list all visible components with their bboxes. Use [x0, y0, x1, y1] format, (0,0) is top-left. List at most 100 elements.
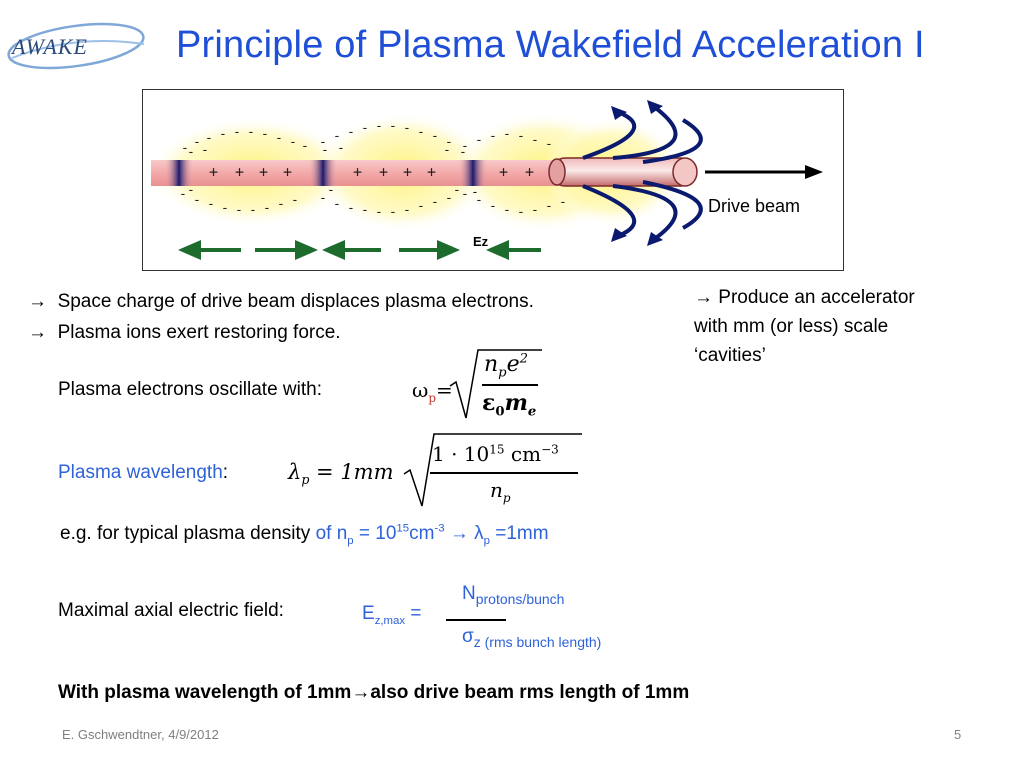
electron-minus: - — [333, 129, 341, 144]
electron-minus: - — [187, 145, 195, 160]
electron-minus: - — [207, 197, 215, 212]
electron-minus: - — [375, 205, 383, 220]
slide-title: Principle of Plasma Wakefield Accelerati… — [176, 24, 925, 66]
wakefield-diagram: + + + + + + + + + + --------------------… — [142, 89, 844, 271]
bunch-back — [548, 158, 566, 186]
electron-minus: - — [233, 125, 241, 140]
electron-minus: - — [461, 187, 469, 202]
lambda-formula: λp = 1mm — [288, 460, 394, 488]
lambda-denominator: np — [490, 478, 511, 505]
electron-minus: - — [301, 139, 309, 154]
ion-plus: + — [499, 163, 508, 181]
electron-minus: - — [431, 129, 439, 144]
electron-density-peak — [309, 160, 337, 186]
trajectory-arrow — [612, 104, 678, 160]
electron-minus: - — [375, 119, 383, 134]
electron-minus: - — [181, 141, 189, 156]
electron-minus: - — [319, 191, 327, 206]
trajectory-arrowhead — [611, 228, 627, 242]
electron-minus: - — [503, 203, 511, 218]
electron-minus: - — [221, 201, 229, 216]
field-arrow-right-head — [295, 239, 318, 261]
electron-minus: - — [347, 125, 355, 140]
side-note-arrow: → — [694, 287, 713, 308]
electron-minus: - — [403, 203, 411, 218]
trajectory-arrow — [582, 110, 637, 160]
electron-minus: - — [443, 143, 451, 158]
wakefield-illustration: + + + + + + + + + + --------------------… — [148, 100, 823, 261]
electron-minus: - — [201, 143, 209, 158]
electron-minus: - — [263, 201, 271, 216]
bullet-text: Space charge of drive beam displaces pla… — [57, 291, 534, 312]
electron-minus: - — [361, 121, 369, 136]
electron-minus: - — [531, 203, 539, 218]
example-line: e.g. for typical plasma density of np = … — [60, 522, 549, 547]
electron-minus: - — [389, 119, 397, 134]
electron-minus: - — [403, 121, 411, 136]
ion-plus: + — [403, 163, 412, 181]
electron-minus: - — [417, 199, 425, 214]
electron-minus: - — [489, 129, 497, 144]
drive-beam-bunch — [552, 157, 694, 187]
electron-minus: - — [445, 191, 453, 206]
electron-minus: - — [289, 135, 297, 150]
ion-plus: + — [427, 163, 436, 181]
field-arrow-right-head — [437, 239, 460, 261]
conclusion: With plasma wavelength of 1mm→also drive… — [58, 682, 690, 703]
drive-beam-arrowhead — [805, 165, 823, 179]
electron-minus: - — [319, 135, 327, 150]
bullet-text: Plasma ions exert restoring force. — [57, 322, 341, 343]
field-arrow-left-head — [178, 239, 201, 261]
electron-minus: - — [431, 195, 439, 210]
wavelength-label-row: Plasma wavelength: — [58, 462, 229, 483]
ion-plus: + — [235, 163, 244, 181]
electron-minus: - — [187, 183, 195, 198]
omega-denominator: ε0me — [482, 390, 537, 420]
fraction-bar — [446, 619, 506, 621]
electron-minus: - — [453, 183, 461, 198]
ion-plus: + — [209, 163, 218, 181]
side-note: → Produce an accelerator with mm (or les… — [694, 283, 915, 370]
trajectory-arrowhead — [611, 106, 627, 120]
electron-minus: - — [531, 133, 539, 148]
electron-minus: - — [235, 203, 243, 218]
electron-minus: - — [333, 197, 341, 212]
trajectory-arrowhead — [647, 100, 663, 114]
electron-minus: - — [517, 129, 525, 144]
page-number: 5 — [954, 727, 962, 742]
electron-minus: - — [347, 201, 355, 216]
electron-minus: - — [275, 131, 283, 146]
electron-minus: - — [249, 203, 257, 218]
electron-minus: - — [277, 197, 285, 212]
electron-minus: - — [247, 125, 255, 140]
electron-minus: - — [337, 141, 345, 156]
drive-beam-label: Drive beam — [708, 196, 800, 216]
trajectory-arrow — [612, 184, 678, 242]
electron-minus: - — [517, 205, 525, 220]
electron-minus: - — [219, 127, 227, 142]
fraction-bar — [430, 472, 578, 474]
electron-minus: - — [545, 199, 553, 214]
omega-numerator: npe2 — [484, 351, 529, 381]
bullet-arrow: → — [28, 322, 47, 343]
logo-text: AWAKE — [12, 34, 88, 59]
electron-minus: - — [559, 195, 567, 210]
field-arrow-left-head — [322, 239, 345, 261]
electron-density-peak — [165, 160, 193, 186]
field-numerator: Nprotons/bunch — [462, 583, 565, 607]
field-lhs: Ez,max = — [362, 603, 422, 627]
sqrt-sign — [403, 433, 582, 507]
electron-minus: - — [417, 125, 425, 140]
footer-author-date: E. Gschwendtner, 4/9/2012 — [62, 727, 219, 742]
electron-minus: - — [361, 203, 369, 218]
side-note-line: Produce an accelerator — [718, 287, 915, 308]
electron-minus: - — [459, 145, 467, 160]
electron-minus: - — [545, 137, 553, 152]
omega-formula: ωp= — [412, 378, 453, 405]
fraction-bar — [482, 384, 538, 386]
ez-label: Ez — [473, 234, 489, 249]
plasma-channel — [151, 160, 571, 186]
electron-minus: - — [179, 187, 187, 202]
electron-minus: - — [327, 183, 335, 198]
sqrt-sign — [449, 349, 542, 419]
